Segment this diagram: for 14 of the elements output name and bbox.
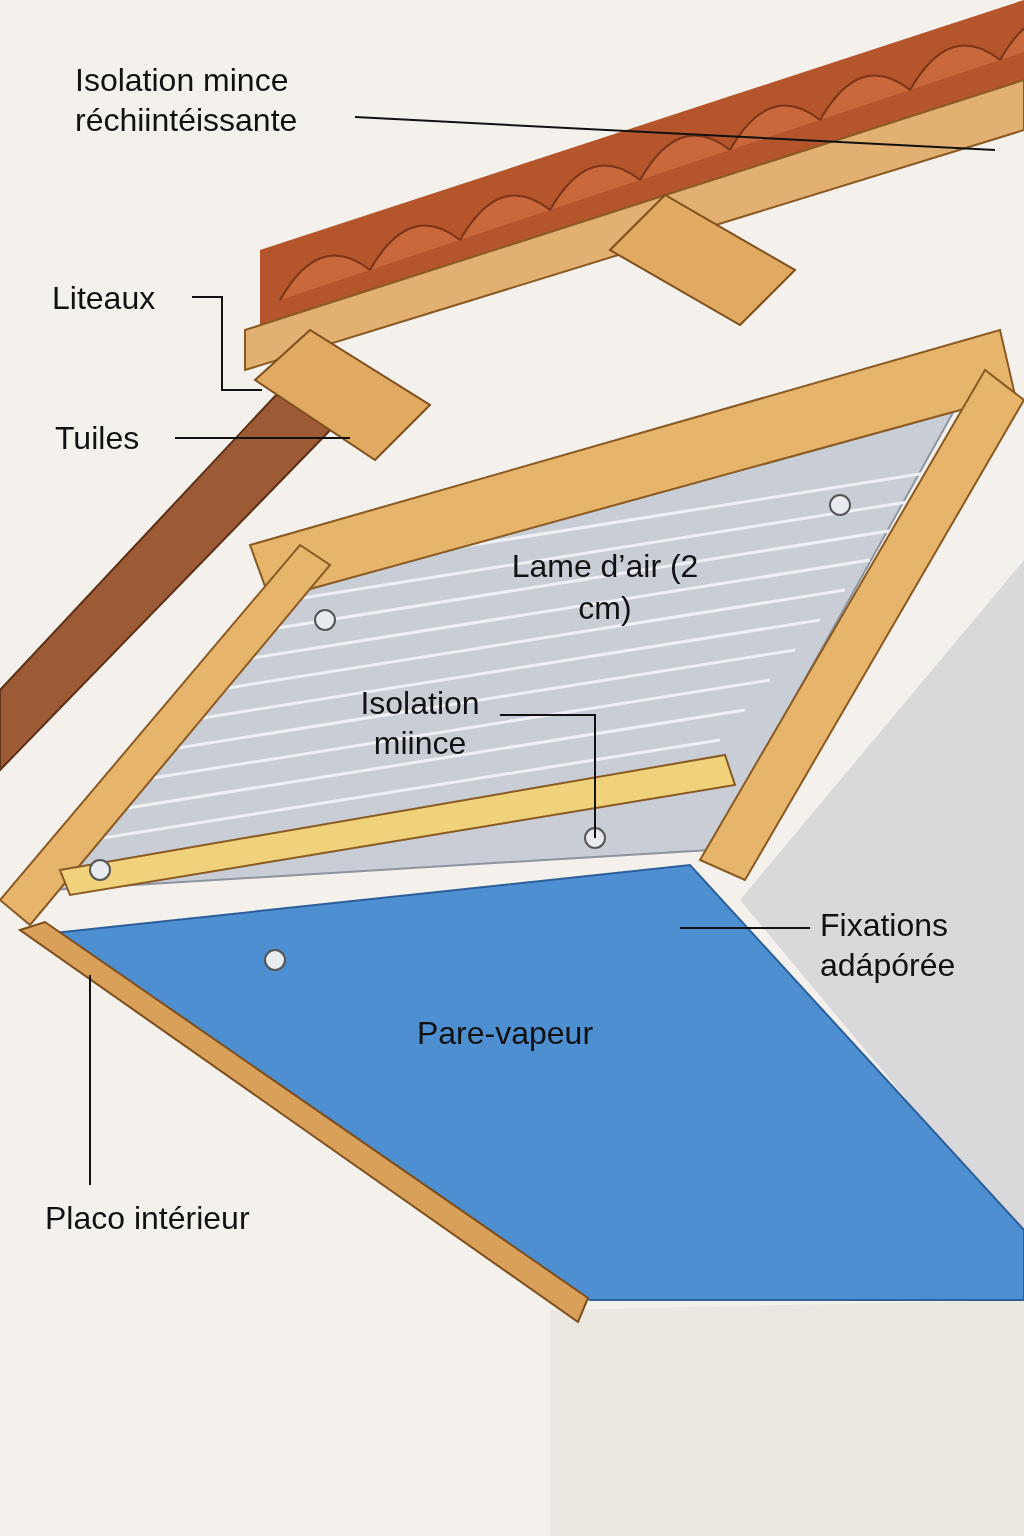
callout-label: Isolation mince réchiintéissante (75, 60, 375, 140)
leader-line (354, 116, 996, 151)
callout-label: Placo intérieur (45, 1198, 315, 1238)
leader-line (89, 974, 91, 1186)
leader-line (499, 714, 596, 839)
callout-label: Fixations adápórée (820, 905, 995, 985)
leader-line (174, 437, 351, 439)
callout-label: Tuiles (55, 418, 175, 458)
layer-label: Lame d’air (2 cm) (510, 547, 700, 628)
layer-label: Pare-vapeur (415, 1014, 595, 1053)
leader-line (191, 296, 263, 391)
callout-label: Isolation miince (340, 683, 500, 763)
leader-line (679, 927, 811, 929)
callout-label: Liteaux (52, 278, 192, 318)
